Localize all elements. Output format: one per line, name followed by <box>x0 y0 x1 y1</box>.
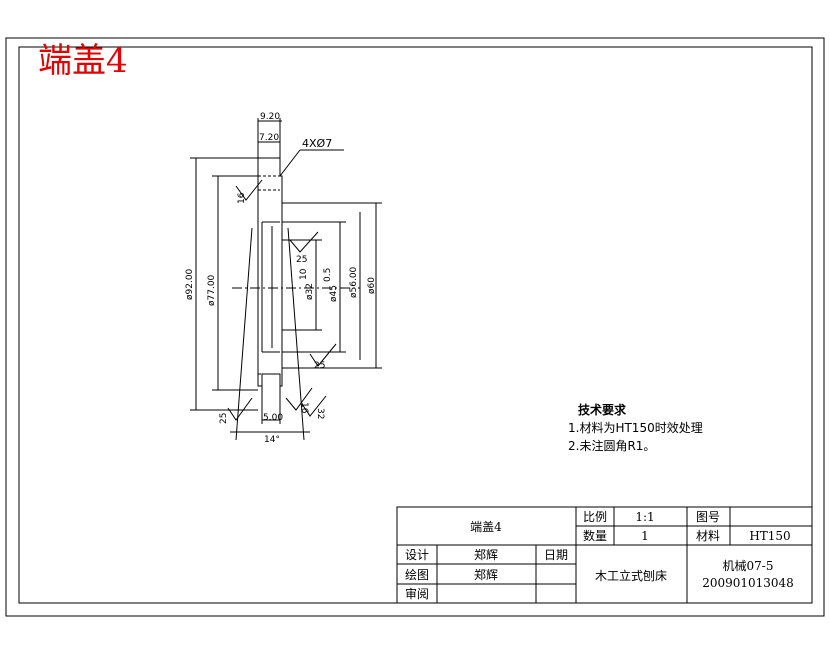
title-block-material-label: 材料 <box>696 529 720 543</box>
dim-d45-tol: 0.5 <box>323 268 333 282</box>
drawing-title: 端盖4 <box>38 41 128 81</box>
dim-top-outer: 9.20 <box>260 112 280 122</box>
roughness-16-bottom: 16 <box>299 402 309 414</box>
callout-holes: 4XØ7 <box>302 137 332 150</box>
roughness-25-low: 25 <box>314 361 325 371</box>
title-block-review-label: 审阅 <box>405 586 429 601</box>
tech-notes-line2: 2.未注圆角R1。 <box>568 438 655 453</box>
title-block-material-value: HT150 <box>749 529 790 543</box>
dim-d32-tol: 10 <box>299 268 309 280</box>
title-block-design-name: 郑辉 <box>474 547 498 562</box>
tech-notes-line1: 1.材料为HT150时效处理 <box>568 420 703 435</box>
title-block-class-label: 机械07-5 <box>723 558 774 573</box>
dim-d92: ø92.00 <box>185 268 195 300</box>
title-block-date-label: 日期 <box>544 548 568 562</box>
dim-d56: ø56.00 <box>349 266 359 298</box>
tech-notes-heading: 技术要求 <box>578 402 627 417</box>
title-block-student-id: 200901013048 <box>702 576 794 590</box>
dim-d45: ø45 <box>329 285 339 302</box>
title-block-design-label: 设计 <box>405 548 429 562</box>
title-block-draw-name: 郑辉 <box>474 567 498 582</box>
title-block-draw-label: 绘图 <box>405 567 429 582</box>
part-section-view <box>190 118 382 441</box>
roughness-16-left: 16 <box>237 192 247 204</box>
title-block-scale-label: 比例 <box>583 510 607 524</box>
title-block-machine-name: 木工立式刨床 <box>595 568 667 583</box>
roughness-32-bottom: 32 <box>315 408 325 419</box>
roughness-25-bottom-left: 25 <box>219 413 229 424</box>
dim-d60: ø60 <box>367 277 377 294</box>
dim-top-inner: 7.20 <box>259 133 279 143</box>
roughness-25-mid: 25 <box>296 255 307 265</box>
title-block-part-name: 端盖4 <box>470 520 502 534</box>
dim-d32: ø32 <box>305 283 315 300</box>
title-block-qty-label: 数量 <box>583 528 607 543</box>
title-block-drawing-no-label: 图号 <box>696 510 720 524</box>
dim-angle: 14° <box>264 435 280 445</box>
title-block <box>396 506 813 604</box>
title-block-scale-value: 1:1 <box>635 510 654 524</box>
dim-bottom-width: 5.00 <box>263 413 283 423</box>
outer-frame <box>5 37 825 617</box>
inner-border <box>18 46 813 604</box>
title-block-qty-value: 1 <box>641 529 649 543</box>
dim-d77: ø77.00 <box>207 274 217 306</box>
